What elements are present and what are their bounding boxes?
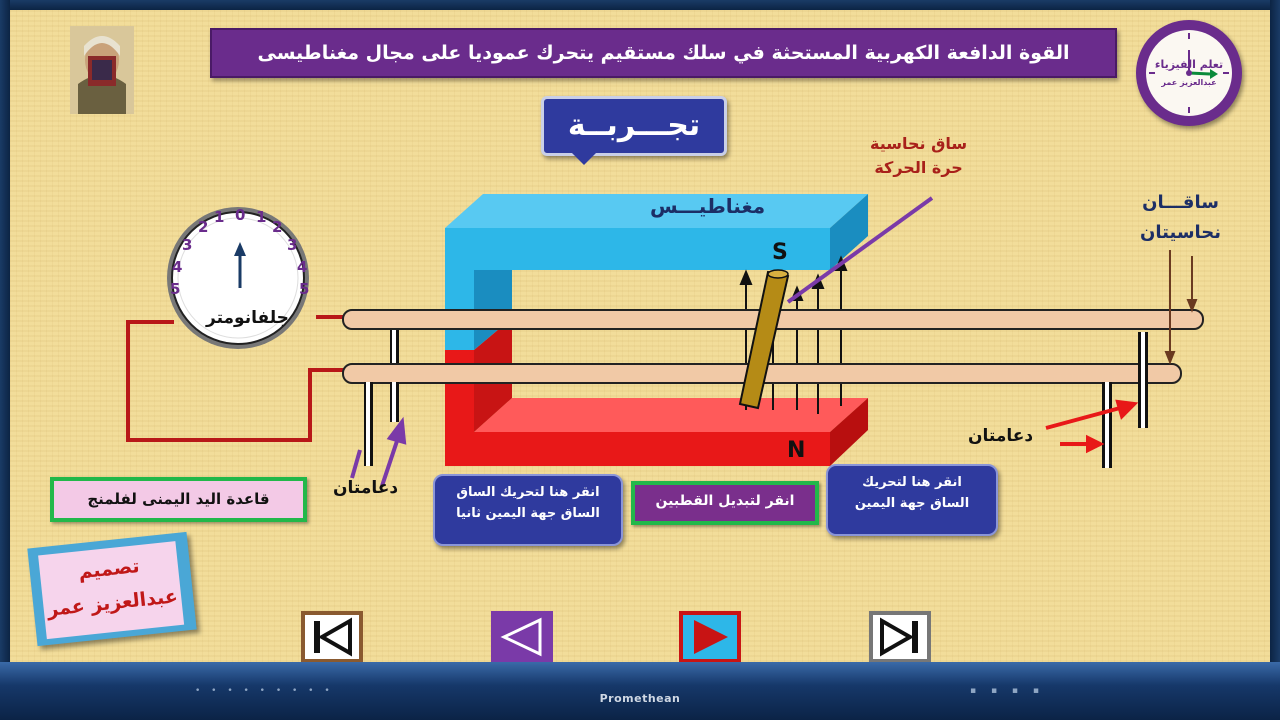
clock-badge-author: عبدالعزيز عمر — [1161, 78, 1217, 87]
svg-text:4: 4 — [297, 258, 307, 276]
nav-first-button[interactable] — [300, 610, 363, 662]
support-right-pointers — [1045, 399, 1139, 454]
experiment-label-tail — [570, 151, 598, 165]
svg-text:3: 3 — [287, 236, 297, 254]
svg-text:1: 1 — [214, 208, 224, 226]
screen-bezel-top — [0, 0, 1280, 10]
nav-last-button[interactable] — [868, 610, 931, 662]
supports-left-label: دعامتان — [333, 478, 399, 498]
magnet-north-arm — [445, 318, 868, 466]
bezel-indicator-dots-right: ▪ ▪ ▪ ▪ — [970, 686, 1045, 696]
copper-rod-label-line1: ساق نحاسية — [870, 134, 968, 153]
svg-text:2: 2 — [272, 218, 282, 236]
svg-text:2: 2 — [198, 218, 208, 236]
physics-badge-clock: تعلم الفيزياء عبدالعزيز عمر — [1136, 20, 1242, 126]
svg-text:5: 5 — [299, 280, 309, 298]
author-avatar — [70, 26, 134, 114]
support-left-pointers — [350, 416, 407, 487]
support-right — [1102, 332, 1148, 468]
svg-text:1: 1 — [256, 208, 266, 226]
svg-text:4: 4 — [172, 258, 182, 276]
experiment-label: تجـــربــة — [541, 96, 727, 156]
copper-rod-label: ساق نحاسية حرة الحركة — [870, 132, 967, 180]
pole-north-label: N — [787, 438, 806, 463]
move-rod-right-again-line2: الساق جهة اليمين ثانيا — [456, 506, 600, 521]
copper-rod — [738, 269, 790, 410]
bezel-indicator-dots-left: • • • • • • • • • — [195, 686, 334, 696]
copper-rails-label-line2: نحاسيتان — [1140, 222, 1222, 243]
supports-right-label: دعامتان — [968, 426, 1034, 446]
move-rod-right-line2: الساق جهة اليمين — [854, 496, 970, 511]
pole-south-label: S — [772, 240, 788, 265]
screen-bezel-bottom: • • • • • • • • • Promethean ▪ ▪ ▪ ▪ — [0, 662, 1280, 720]
right-hand-rule-button[interactable]: قاعدة اليد اليمنى لفلمنج — [50, 477, 307, 522]
nav-next-button[interactable] — [678, 610, 741, 662]
slide-canvas: القوة الدافعة الكهربية المستحثة في سلك م… — [10, 10, 1270, 662]
triangle-left-icon — [500, 617, 542, 657]
galvanometer — [167, 207, 309, 349]
svg-text:5: 5 — [170, 280, 180, 298]
svg-text:0: 0 — [235, 206, 245, 224]
rod-pointer — [786, 196, 934, 304]
slide-title: القوة الدافعة الكهربية المستحثة في سلك م… — [210, 28, 1117, 78]
bezel-brand: Promethean — [599, 692, 681, 705]
move-rod-right-again-line1: انقر هنا لتحريك الساق — [456, 485, 600, 500]
magnet-south-arm — [445, 194, 868, 350]
svg-text:3: 3 — [182, 236, 192, 254]
move-rod-right-line1: انقر هنا لتحريك — [862, 475, 962, 490]
galvanometer-label: جلفانومتر — [206, 308, 289, 328]
copper-rails-label-line1: ساقـــان — [1142, 192, 1219, 213]
move-rod-right-button[interactable]: انقر هنا لتحريك الساق جهة اليمين — [826, 464, 998, 536]
copper-rod-label-line2: حرة الحركة — [874, 158, 963, 177]
nav-previous-button[interactable] — [490, 610, 553, 662]
copper-rails-label: ساقـــان نحاسيتان — [1140, 188, 1221, 248]
skip-back-icon — [314, 617, 352, 657]
connecting-wires — [126, 315, 345, 442]
skip-forward-icon — [880, 617, 918, 657]
swap-poles-button[interactable]: انقر لتبديل القطبين — [631, 481, 819, 525]
galvanometer-scale: 5 4 3 2 1 0 1 2 3 4 5 — [170, 206, 309, 298]
screen-bezel-right — [1270, 0, 1280, 720]
clock-face: تعلم الفيزياء عبدالعزيز عمر — [1146, 30, 1232, 116]
magnet-label: مغناطيـــس — [650, 194, 766, 218]
experiment-diagram: 5 4 3 2 1 0 1 2 3 4 5 — [126, 194, 1204, 487]
move-rod-right-again-button[interactable]: انقر هنا لتحريك الساق الساق جهة اليمين ث… — [433, 474, 623, 546]
rails-pointers — [1164, 250, 1198, 365]
screen-bezel-left — [0, 0, 10, 720]
designer-credit: تصميم عبدالعزيز عمر — [27, 531, 197, 647]
triangle-right-icon — [694, 620, 728, 654]
